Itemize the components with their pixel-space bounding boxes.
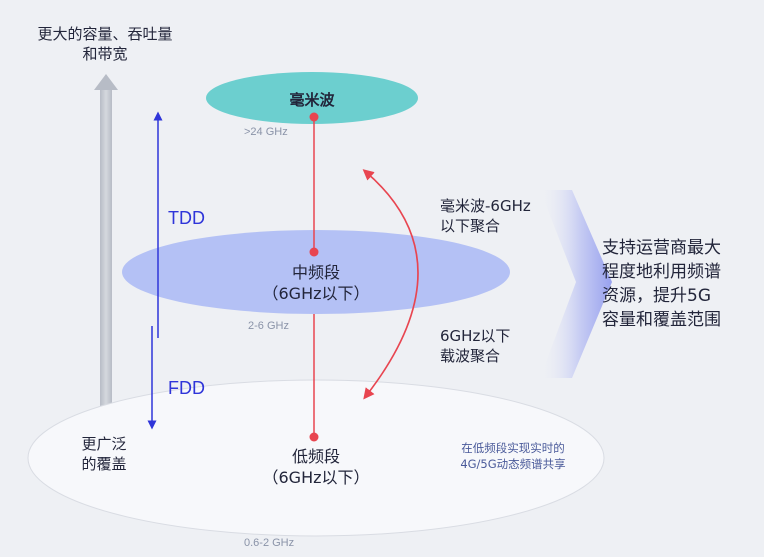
dss-note: 在低频段实现实时的 4G/5G动态频谱共享: [430, 440, 596, 472]
dss-note-line1: 在低频段实现实时的: [461, 441, 565, 455]
low-band-range: 0.6-2 GHz: [244, 537, 295, 549]
mmwave-range: >24 GHz: [244, 126, 288, 138]
fdd-label: FDD: [168, 378, 205, 398]
low-band-name-line2: （6GHz以下）: [262, 468, 370, 487]
mmwave-aggregation-line1: 毫米波-6GHz: [440, 197, 531, 215]
mmwave-aggregation-label: 毫米波-6GHz 以下聚合: [440, 196, 531, 236]
capacity-label-line2: 和带宽: [82, 45, 128, 63]
coverage-label-line1: 更广泛: [81, 435, 127, 453]
tdd-label: TDD: [168, 208, 205, 228]
mid-band-name-line2: （6GHz以下）: [262, 284, 370, 303]
mmwave-ellipse: [206, 72, 418, 124]
dss-note-line2: 4G/5G动态频谱共享: [460, 457, 566, 471]
carrier-aggregation-line2: 载波聚合: [440, 347, 501, 365]
conclusion-line4: 容量和覆盖范围: [602, 310, 721, 330]
mmwave-aggregation-line2: 以下聚合: [440, 217, 501, 235]
coverage-label-line2: 的覆盖: [81, 455, 127, 473]
carrier-aggregation-line1: 6GHz以下: [440, 327, 511, 345]
low-band-name: 低频段 （6GHz以下）: [236, 446, 396, 488]
dot-mid: [309, 247, 319, 257]
coverage-capacity-arrow: [94, 74, 118, 428]
mid-band-range: 2-6 GHz: [248, 320, 289, 332]
conclusion-line1: 支持运营商最大: [602, 238, 721, 258]
mid-band-name-line1: 中频段: [291, 263, 340, 282]
capacity-label: 更大的容量、吞吐量 和带宽: [10, 24, 200, 64]
coverage-label: 更广泛 的覆盖: [54, 434, 154, 474]
dot-mmwave: [309, 112, 319, 122]
conclusion-line3: 资源，提升5G: [602, 286, 711, 306]
aggregation-curve-arrow: [362, 169, 419, 400]
low-band-ellipse: [27, 379, 605, 537]
capacity-label-line1: 更大的容量、吞吐量: [37, 25, 173, 43]
conclusion-line2: 程度地利用频谱: [602, 262, 721, 282]
conclusion-text: 支持运营商最大 程度地利用频谱 资源，提升5G 容量和覆盖范围: [602, 236, 721, 332]
chevron-arrow: [540, 190, 612, 378]
low-band-name-line1: 低频段: [291, 447, 340, 466]
mid-band-name: 中频段 （6GHz以下）: [236, 262, 396, 304]
dot-low: [309, 432, 319, 442]
mid-band-ellipse: [122, 230, 510, 314]
carrier-aggregation-label: 6GHz以下 载波聚合: [440, 326, 510, 366]
mmwave-name: 毫米波: [289, 91, 335, 109]
